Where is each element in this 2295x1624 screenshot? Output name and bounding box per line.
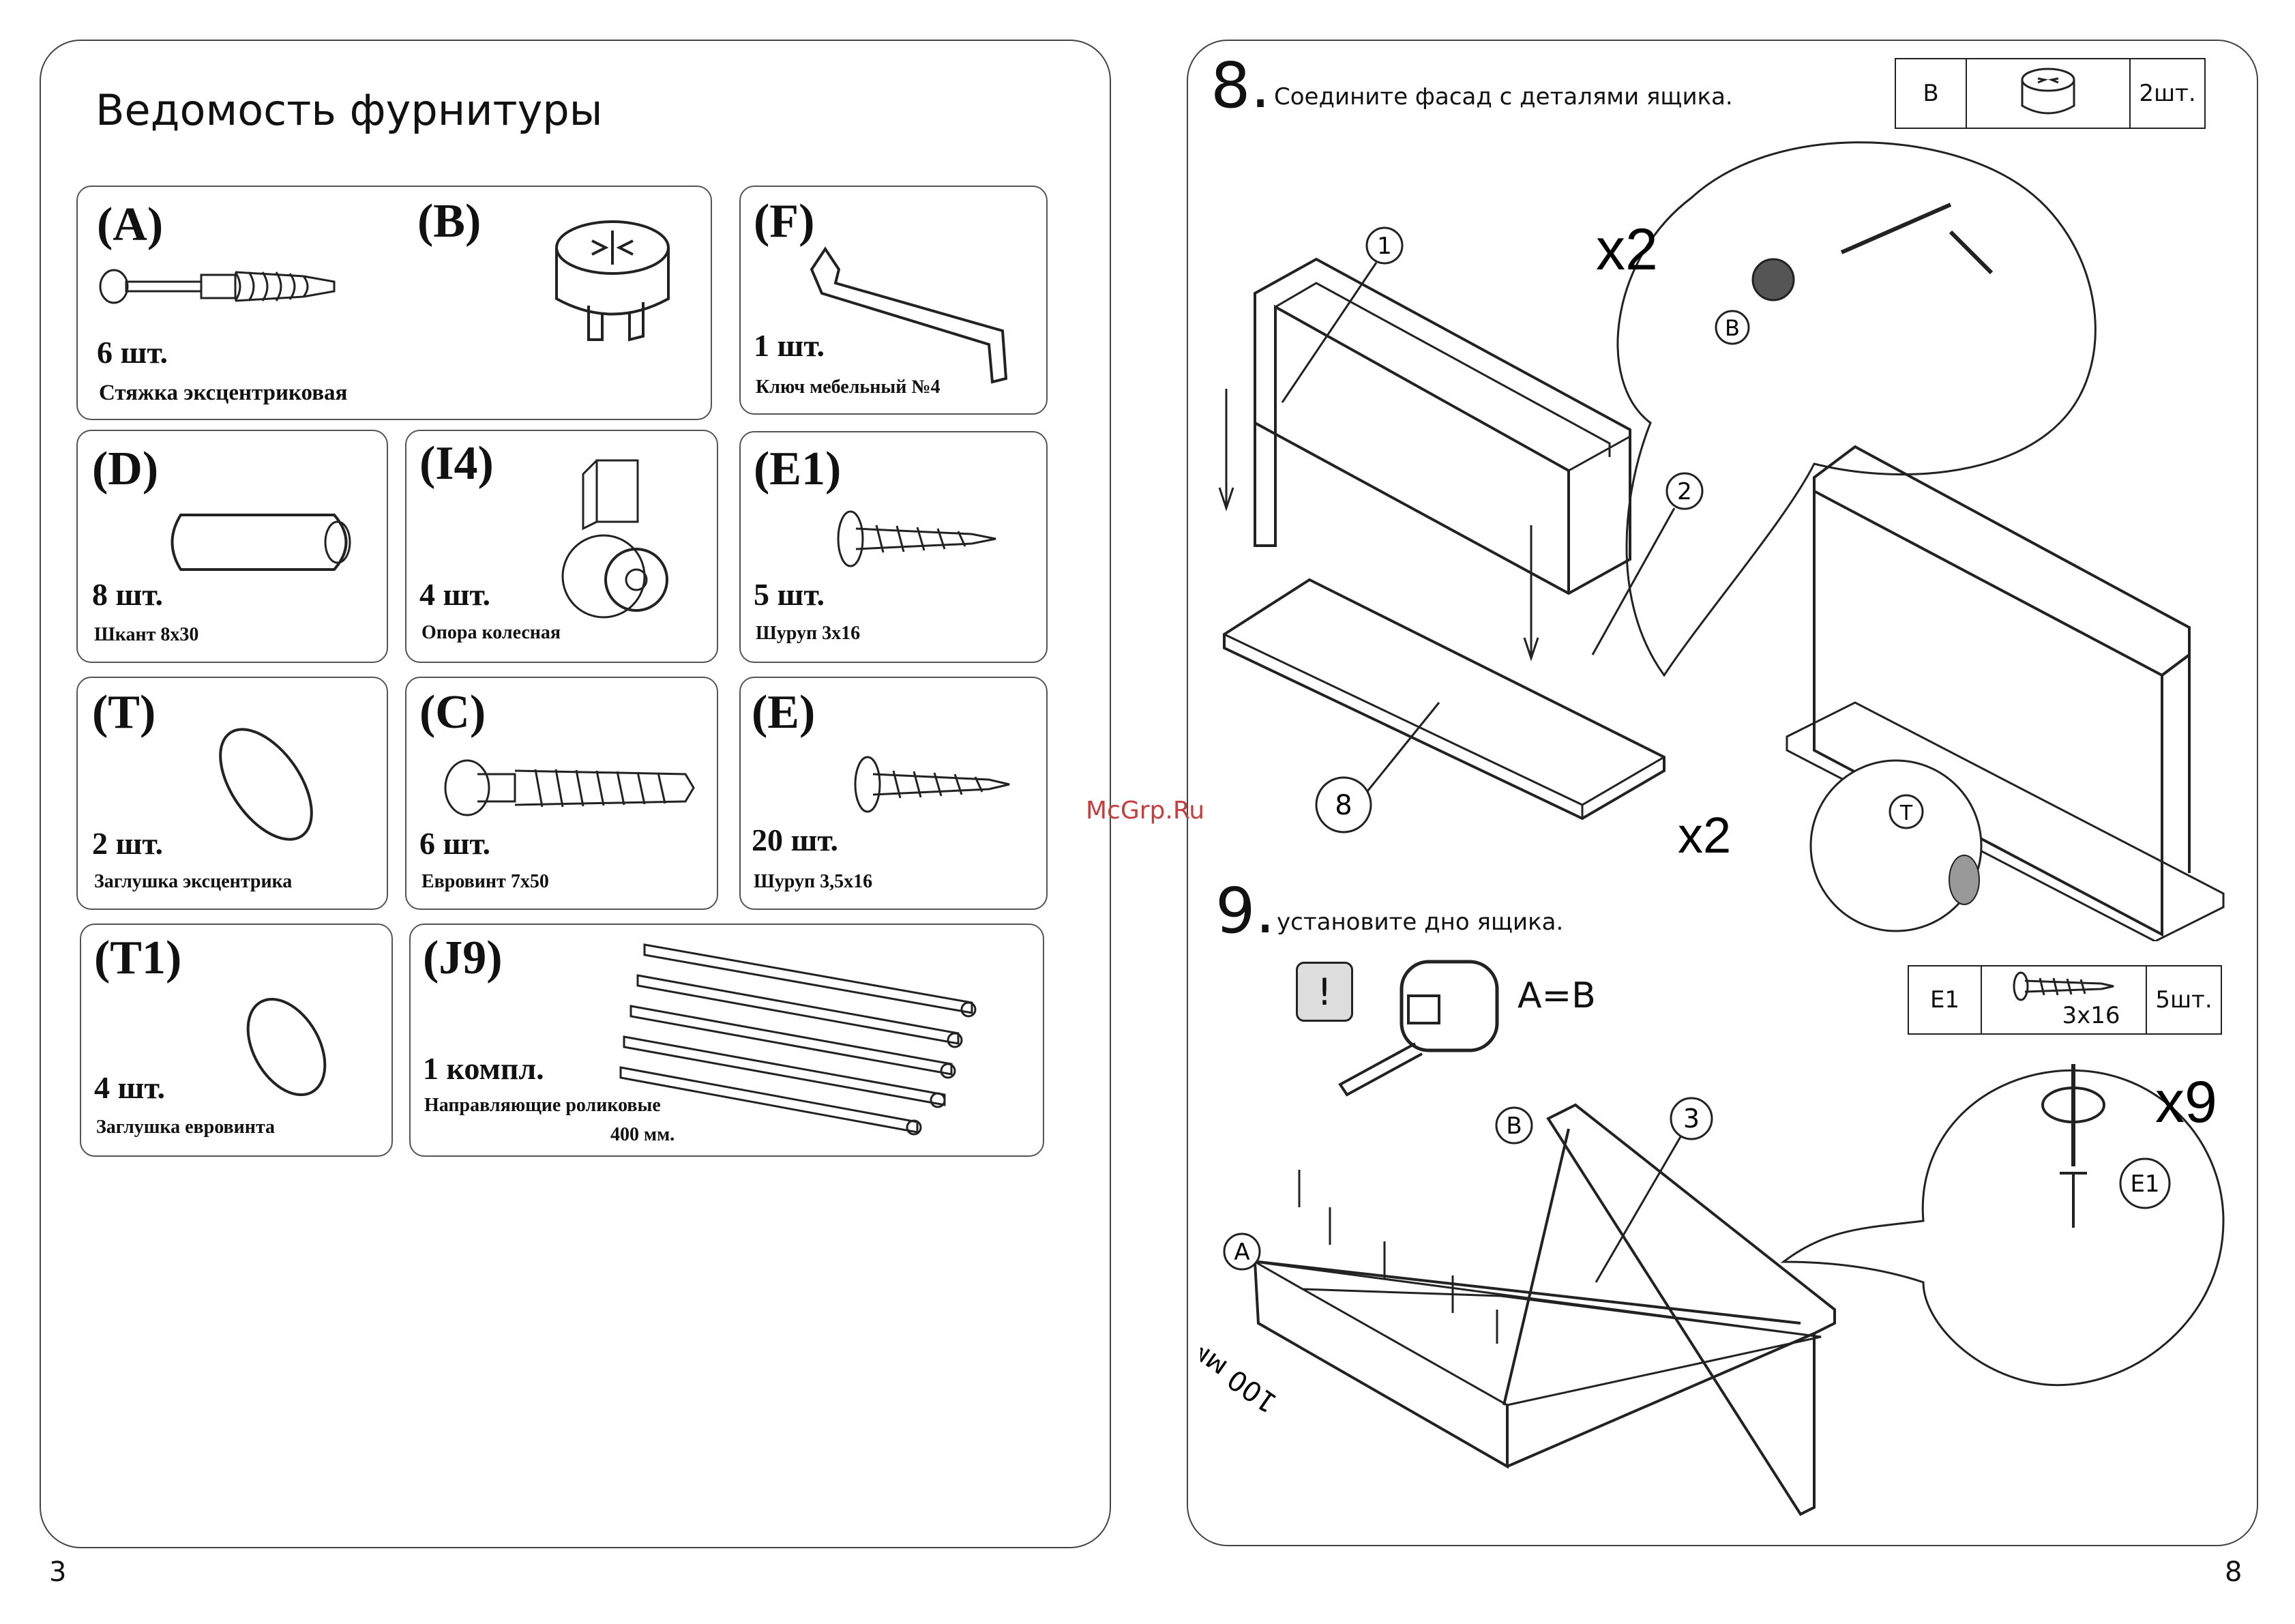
caster-wheel-illustration <box>561 459 668 619</box>
item-qty-t: 2 шт. <box>92 826 163 861</box>
detail-label-t: T <box>1899 801 1913 825</box>
step-9-parts-table: E1 3x16 5шт. <box>1908 965 2222 1035</box>
item-name-e1: Шуруп 3х16 <box>756 623 861 644</box>
item-qty-d: 8 шт. <box>92 577 163 612</box>
item-card-t1 <box>80 924 393 1157</box>
item-qty-e: 20 шт. <box>752 823 838 857</box>
item-qty-e1: 5 шт. <box>754 577 825 612</box>
dowel-illustration <box>171 514 351 571</box>
item-card-a-b <box>76 186 712 420</box>
step-9-text: установите дно ящика. <box>1277 909 1564 936</box>
cam-bolt-illustration <box>99 269 336 304</box>
item-code-i4: (I4) <box>419 437 494 490</box>
item-qty-j9: 1 компл. <box>423 1051 544 1086</box>
screw-illustration <box>854 756 1010 813</box>
step-9-assembly-illustration: A B 3 100 мм x9 E1 <box>1200 1064 2225 1516</box>
item-name-a: Стяжка эксцентриковая <box>99 381 348 405</box>
item-qty-t1: 4 шт. <box>94 1070 165 1105</box>
cam-cap-illustration <box>219 728 313 841</box>
multiplier-x2-top: x2 <box>1596 217 1658 282</box>
item-name-j9-length: 400 мм. <box>610 1124 675 1145</box>
item-name-f: Ключ мебельный №4 <box>756 377 941 398</box>
parts-qty: 5шт. <box>2155 986 2212 1014</box>
parts-code: B <box>1896 59 1967 128</box>
page-number-right: 8 <box>2225 1556 2242 1588</box>
parts-code: E1 <box>1909 966 1982 1033</box>
item-qty-i4: 4 шт. <box>419 577 490 612</box>
step-8-assembly-illustration: 1 2 8 x2 B x2 T <box>1218 141 2225 941</box>
step-8-number: 8. <box>1211 49 1271 122</box>
watermark: McGrp.Ru <box>1086 797 1205 825</box>
cam-lock-illustration <box>555 220 670 342</box>
equation: A=B <box>1517 975 1596 1016</box>
parts-qty: 2шт. <box>2139 80 2196 107</box>
item-name-d: Шкант 8х30 <box>94 624 199 645</box>
item-card-c <box>405 677 718 910</box>
screw-illustration <box>837 510 996 567</box>
item-name-i4: Опора колесная <box>421 622 561 643</box>
step-8-parts-table: B 2шт. <box>1895 58 2206 129</box>
cam-lock-icon <box>1967 59 2131 128</box>
item-qty-a: 6 шт. <box>97 335 168 370</box>
page-number-left: 3 <box>49 1556 67 1588</box>
item-name-c: Евровинт 7х50 <box>421 871 549 892</box>
detail-label-b: B <box>1725 315 1740 341</box>
item-code-e1: (E1) <box>754 443 842 495</box>
callout-1: 1 <box>1377 233 1392 260</box>
item-code-d: (D) <box>92 443 159 495</box>
item-qty-f: 1 шт. <box>754 328 825 363</box>
item-code-t: (T) <box>92 686 156 739</box>
item-code-e: (E) <box>752 686 816 739</box>
callout-a: A <box>1234 1239 1249 1266</box>
item-name-j9: Направляющие роликовые <box>424 1095 661 1116</box>
screw-icon: 3x16 <box>1982 966 2147 1033</box>
item-code-b: (B) <box>417 195 482 248</box>
item-code-t1: (T1) <box>94 932 182 984</box>
drawer-slides-illustration <box>619 943 977 1136</box>
callout-e1: E1 <box>2130 1170 2159 1198</box>
euro-screw-cap-illustration <box>246 997 327 1097</box>
callout-8: 8 <box>1335 790 1352 821</box>
hex-key-illustration <box>810 246 1008 384</box>
item-code-a: (A) <box>97 198 164 251</box>
item-card-d <box>76 430 388 663</box>
tape-measure-icon <box>1338 960 1499 1097</box>
item-code-f: (F) <box>754 195 815 248</box>
callout-b: B <box>1506 1112 1522 1140</box>
dimension-label: 100 мм <box>1200 1334 1283 1418</box>
item-name-e: Шуруп 3,5х16 <box>754 871 873 892</box>
item-card-i4 <box>405 430 718 663</box>
multiplier-x9: x9 <box>2155 1069 2217 1135</box>
notice-icon: ! <box>1296 962 1353 1022</box>
step-8-text: Соедините фасад с деталями ящика. <box>1274 83 1733 110</box>
item-qty-c: 6 шт. <box>419 826 490 861</box>
multiplier-x2-bottom: x2 <box>1678 807 1731 863</box>
item-code-j9: (J9) <box>423 932 503 984</box>
item-name-t1: Заглушка евровинта <box>96 1117 276 1138</box>
euro-screw-illustration <box>444 759 695 816</box>
step-9-number: 9. <box>1215 874 1275 947</box>
page-title: Ведомость фурнитуры <box>95 85 603 135</box>
callout-2: 2 <box>1677 478 1692 505</box>
callout-3: 3 <box>1683 1104 1700 1134</box>
item-code-c: (C) <box>419 686 486 739</box>
screw-size: 3x16 <box>2062 1001 2120 1029</box>
item-name-t: Заглушка эксцентрика <box>94 871 293 892</box>
